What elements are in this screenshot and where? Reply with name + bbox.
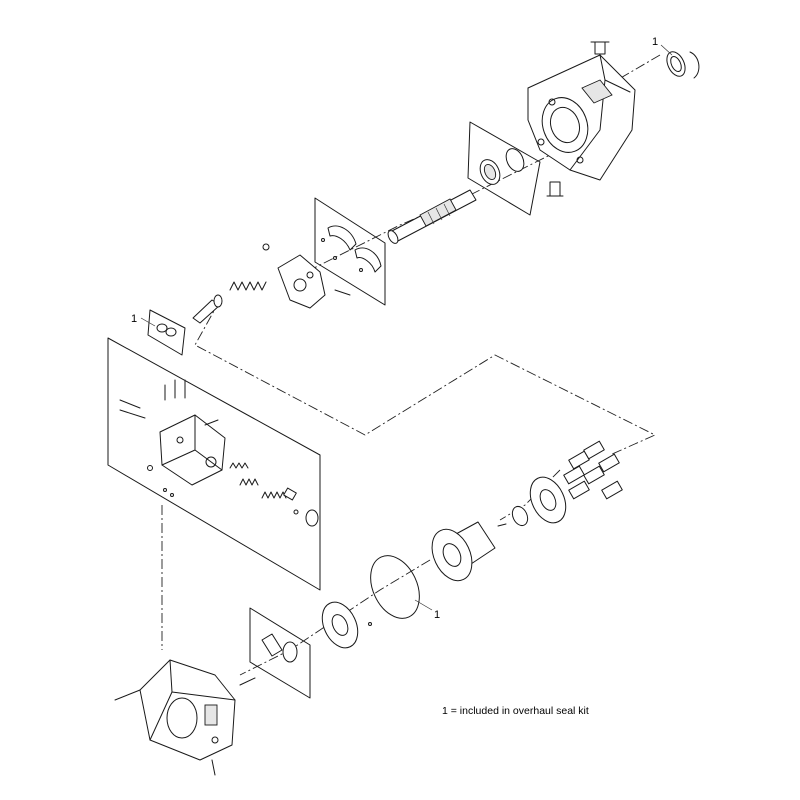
large-oring (370, 555, 420, 619)
rotating-group: 1 (321, 440, 623, 649)
end-cover-housing (114, 659, 256, 776)
snap-ring (689, 51, 700, 79)
swash-bearing-panel (314, 197, 386, 306)
rear-bearing-panel (249, 607, 311, 699)
piston-set (563, 440, 623, 500)
oring-kit-panel: 1 (131, 309, 186, 356)
swashplate-assembly (192, 243, 351, 324)
callout-1-seal: 1 (652, 36, 658, 48)
shaft-seal-ring (666, 51, 686, 77)
callout-1-orings: 1 (131, 313, 137, 325)
bearing-kit-panel (467, 121, 541, 216)
legend-note: 1 = included in overhaul seal kit (442, 705, 589, 717)
callout-1-large-oring: 1 (434, 609, 440, 621)
valve-plate (321, 601, 359, 649)
main-housing: 1 (527, 36, 700, 197)
control-valve-panel (107, 337, 321, 591)
retainer-plate (529, 476, 567, 524)
drive-shaft (387, 189, 477, 244)
